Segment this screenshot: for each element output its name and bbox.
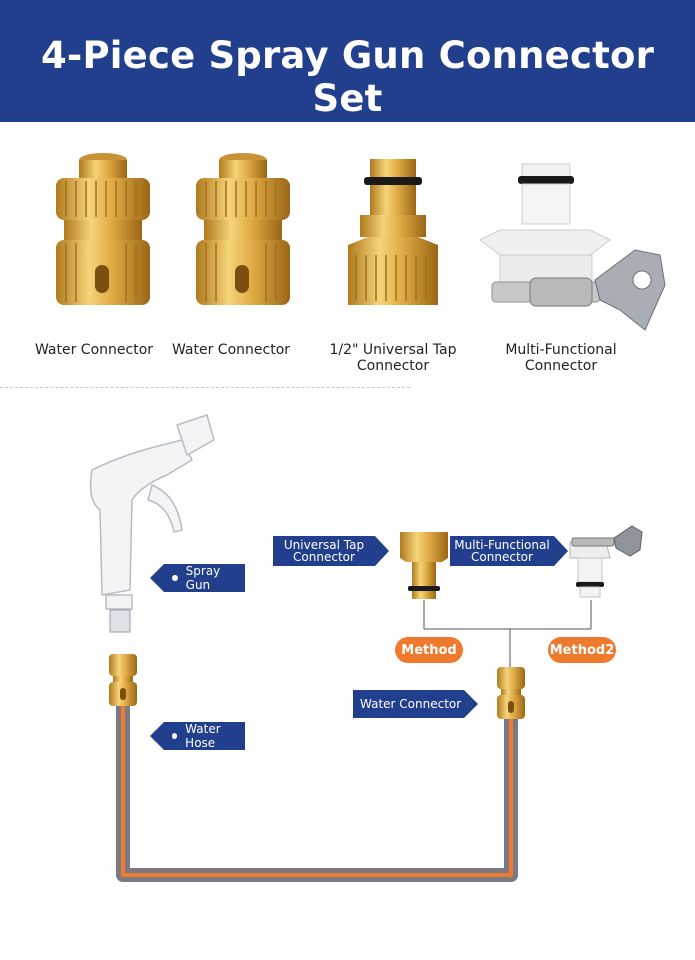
spray-gun-tag: Spray Gun	[150, 564, 245, 592]
universal-tap-label-line2: Connector	[293, 550, 355, 564]
universal-tap-label-line1: Universal Tap	[283, 538, 365, 552]
hose-water-connector-right	[497, 667, 525, 719]
water-connector-label: Water Connector	[360, 697, 462, 711]
product-label-water-connector-2: Water Connector	[171, 342, 291, 358]
spray-gun-label: Spray Gun	[185, 564, 221, 592]
product-label-multi-functional-line2: Connector	[524, 358, 598, 374]
water-connector-image-2	[196, 153, 290, 305]
water-hose-tag: Water Hose	[150, 722, 245, 750]
product-label-universal-tap-line1: 1/2" Universal Tap	[329, 342, 457, 358]
product-label-multi-functional-line1: Multi-Functional	[505, 342, 617, 358]
diagram-multi-functional-connector	[569, 525, 643, 598]
product-label-multi-functional: Multi-Functional Connector	[490, 342, 632, 374]
product-label-universal-tap: 1/2" Universal Tap Connector	[318, 342, 468, 374]
water-connector-image-1	[56, 153, 150, 305]
method2-badge: Method2	[548, 637, 616, 663]
spray-gun-image	[89, 414, 215, 633]
product-label-water-connector-1: Water Connector	[34, 342, 154, 358]
multi-functional-connector-image	[479, 163, 666, 331]
universal-tap-connector-image	[348, 159, 438, 305]
section-divider	[0, 387, 410, 388]
product-label-universal-tap-line2: Connector	[356, 358, 430, 374]
multi-functional-label-line1: Multi-Functional	[454, 538, 550, 552]
multi-functional-label-line2: Connector	[471, 550, 533, 564]
hose-water-connector-left	[109, 654, 137, 706]
method1-badge: Method	[395, 637, 463, 663]
page-title: 4-Piece Spray Gun Connector Set	[40, 34, 655, 120]
water-connector-tag: Water Connector	[353, 690, 478, 718]
bullet-icon	[172, 575, 178, 581]
title-banner: 4-Piece Spray Gun Connector Set	[0, 0, 695, 122]
universal-tap-tag: Universal Tap Connector	[273, 536, 389, 566]
bullet-icon	[172, 733, 178, 739]
multi-functional-tag: Multi-Functional Connector	[450, 536, 568, 566]
water-hose-label: Water Hose	[185, 722, 221, 750]
diagram-universal-tap-connector	[400, 532, 448, 599]
